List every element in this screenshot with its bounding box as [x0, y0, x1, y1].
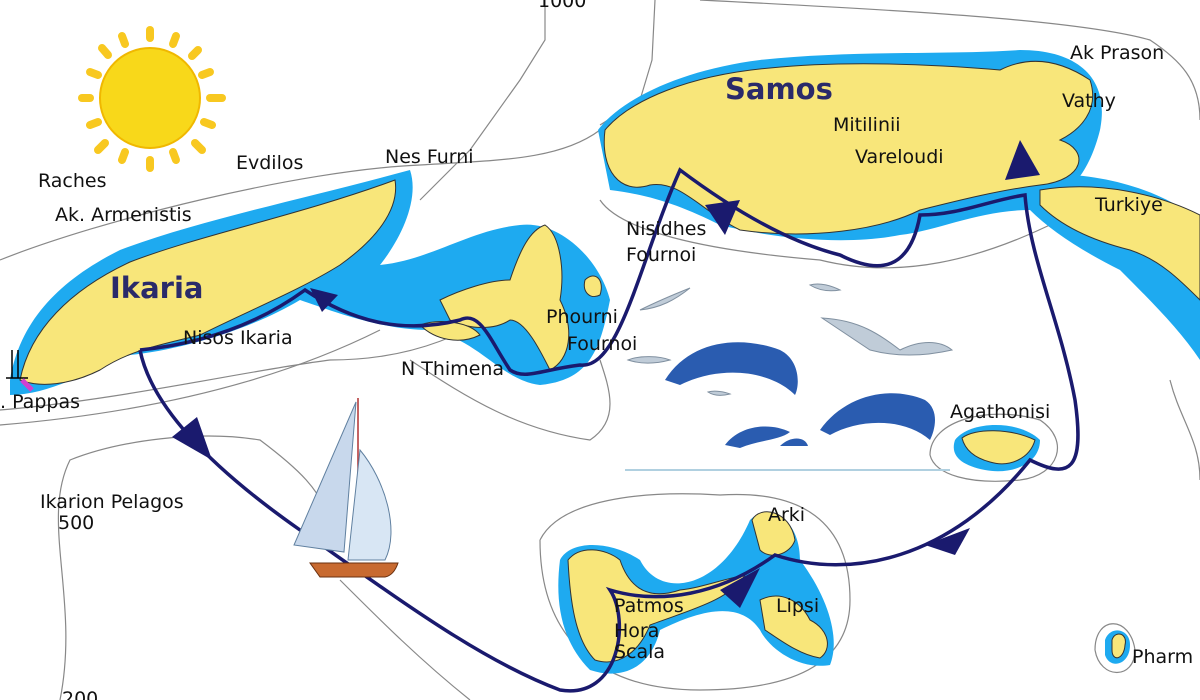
dolphin-icon	[725, 426, 790, 448]
seagull-icon	[820, 317, 954, 356]
sun-icon	[78, 26, 226, 172]
place-label: Fournoi	[567, 333, 638, 355]
sailing-route	[138, 167, 1080, 693]
place-label: Ak. Armenistis	[55, 204, 192, 226]
place-label: Mitilinii	[833, 114, 901, 136]
turkey-coast	[1039, 186, 1200, 301]
island-label-samos: Samos	[725, 72, 833, 106]
fournoi-islands	[439, 224, 570, 371]
route-arrow-icon	[1005, 140, 1040, 180]
place-label: Phourni	[546, 306, 618, 328]
ikaria-island	[19, 179, 397, 385]
land	[19, 60, 1200, 663]
place-label: . Pappas	[0, 391, 80, 413]
place-label: Nes Furni	[385, 146, 474, 168]
place-label: Evdilos	[236, 152, 304, 174]
place-label: Arki	[768, 504, 806, 526]
dolphin-icon	[665, 342, 798, 395]
place-label: Scala	[614, 641, 666, 663]
small-islet	[583, 275, 602, 297]
seagull-icon	[808, 283, 842, 292]
seagull-icon	[639, 287, 691, 311]
dolphin-icon	[780, 438, 808, 446]
depth-label: 500	[58, 512, 95, 534]
place-label: Vareloudi	[855, 146, 944, 168]
place-label: Hora	[614, 620, 660, 642]
place-label: Agathonisi	[950, 401, 1051, 423]
dolphin-icon	[820, 393, 935, 440]
pharmakonisi-island	[1111, 633, 1126, 659]
route-arrow-icon	[720, 568, 760, 608]
lighthouse-icon	[6, 350, 34, 392]
place-label: Vathy	[1062, 90, 1116, 112]
sea-label: Ikarion Pelagos	[40, 491, 184, 513]
route-arrow-icon	[705, 200, 740, 235]
place-label: Nisos Ikaria	[183, 327, 293, 349]
place-label: Fournoi	[626, 244, 697, 266]
seagull-icon	[626, 356, 672, 364]
place-label: Ak Prason	[1070, 42, 1165, 64]
route-arrows	[172, 140, 1040, 608]
arki-island	[751, 511, 796, 556]
place-label: Pharm	[1132, 646, 1194, 668]
route-arrow-icon	[925, 528, 970, 555]
agathonisi-island	[961, 430, 1036, 465]
dolphins	[625, 342, 950, 471]
sailboat-icon	[293, 398, 399, 578]
place-label: Nisidhes	[626, 218, 707, 240]
depth-label: 200	[62, 688, 99, 700]
place-label: N Thimena	[401, 358, 505, 380]
route-arrow-icon	[310, 288, 338, 312]
route-arrow-icon	[172, 417, 212, 460]
place-label: Lipsi	[776, 595, 820, 617]
seagull-icon	[706, 390, 732, 396]
seagulls	[626, 283, 954, 396]
lipsi-island	[759, 595, 828, 659]
place-label: Raches	[38, 170, 107, 192]
depth-label: 1000	[538, 0, 587, 12]
place-label: Turkiye	[1095, 194, 1163, 216]
place-label: Patmos	[614, 595, 684, 617]
island-label-ikaria: Ikaria	[110, 271, 204, 305]
samos-island	[603, 60, 1094, 235]
